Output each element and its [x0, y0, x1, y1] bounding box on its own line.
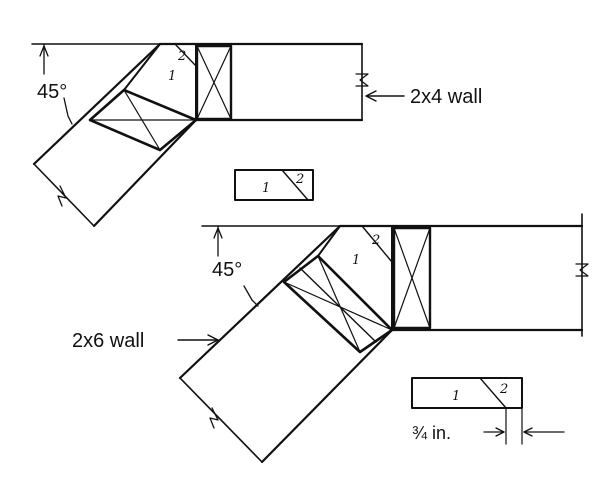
bottom-angled-break-mark: [209, 407, 219, 429]
top-angled-break-mark: [57, 185, 67, 207]
bottom-2x6-assembly: [178, 213, 589, 464]
bottom-piece-number-2: 2: [371, 233, 380, 248]
bottom-angled-wall-inner: [260, 328, 394, 464]
top-wall-break-mark: [355, 73, 369, 87]
bottom-wall-break-mark: [575, 263, 589, 277]
bottom-angled-stud: [282, 254, 394, 354]
top-2x4-assembly: [31, 42, 369, 228]
bottom-angle-leader: [243, 285, 259, 307]
detail-bottom-number-2: 2: [499, 382, 508, 397]
wall-2x4-label: 2x4 wall: [410, 86, 482, 108]
bottom-corner-stud: [392, 226, 432, 330]
bottom-angled-wall-end: [179, 377, 263, 463]
filler-detail-bottom: [411, 377, 565, 445]
bottom-angle-label: 45°: [212, 259, 242, 281]
top-piece-number-2: 2: [177, 49, 186, 64]
detail-bottom-number-1: 1: [452, 389, 460, 404]
top-piece-number-1: 1: [168, 69, 176, 84]
wall-2x6-label: 2x6 wall: [72, 330, 144, 352]
top-angled-wall-inner: [92, 118, 198, 228]
bottom-angled-wall-outer: [178, 224, 342, 380]
top-angled-wall-outer: [32, 42, 162, 166]
offset-label: ¾ in.: [412, 423, 451, 443]
filler-detail-top: [234, 169, 314, 201]
bottom-piece-1: [317, 225, 393, 331]
bottom-piece-number-1: 1: [352, 253, 360, 268]
detail-top-number-1: 1: [262, 181, 270, 196]
top-angle-label: 45°: [37, 81, 67, 103]
detail-top-number-2: 2: [295, 172, 304, 187]
top-angle-leader: [63, 97, 73, 125]
